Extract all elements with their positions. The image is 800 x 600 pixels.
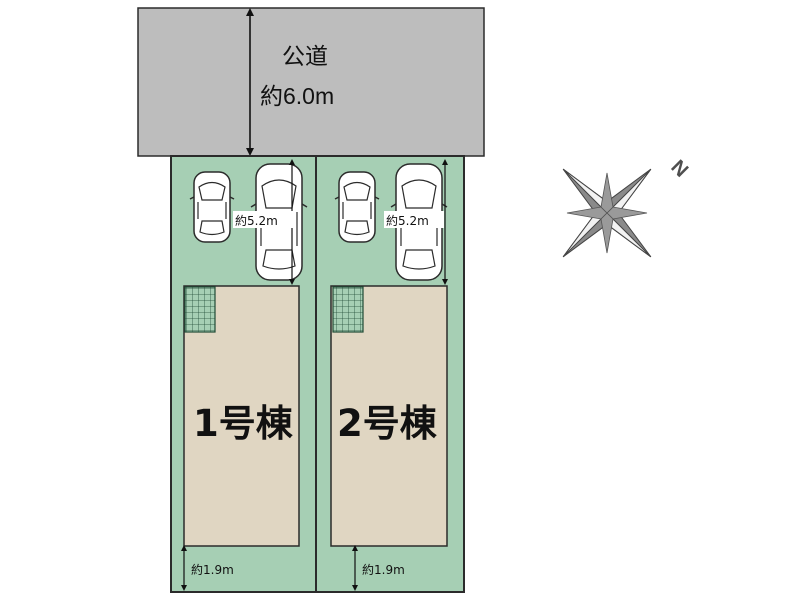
- lot-1-building: [183, 285, 300, 547]
- lot-2-parking-depth-label: 約5.2m: [386, 213, 429, 228]
- road-width-label: 約6.0m: [260, 83, 334, 109]
- lot-1-stair-hall: [184, 286, 216, 333]
- lot-1-parking-depth-label: 約5.2m: [235, 213, 278, 228]
- public-road: [137, 7, 485, 157]
- compass-north-label: N: [666, 156, 692, 182]
- lot-2-label: 2号棟: [337, 402, 438, 445]
- road-name: 公道: [282, 43, 328, 69]
- car-icon: [189, 171, 235, 243]
- lot-2-stair-hall: [332, 286, 364, 333]
- lot-1: 約5.2m 1号棟 約1.9m: [170, 155, 317, 593]
- lot-1-label: 1号棟: [193, 402, 294, 445]
- car-icon: [334, 171, 380, 243]
- lot-2-setback-label: 約1.9m: [362, 562, 405, 577]
- lot-2: 約5.2m 2号棟 約1.9m: [315, 155, 465, 593]
- lot-1-setback-label: 約1.9m: [191, 562, 234, 577]
- compass-rose-icon: [562, 168, 652, 258]
